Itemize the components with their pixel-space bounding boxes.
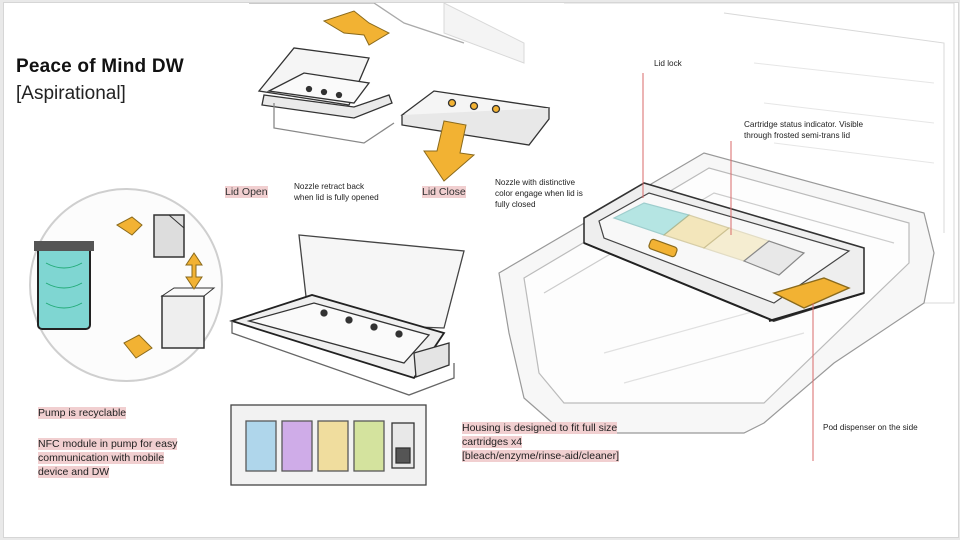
housing-note: Housing is designed to fit full size car… [462, 422, 619, 462]
lid-close-sketch [400, 90, 551, 146]
down-arrow [423, 120, 476, 182]
sketch-artwork [29, 3, 955, 486]
page-title: Peace of Mind DW [16, 56, 184, 77]
lid-lock-note: Lid lock [654, 59, 682, 68]
slide: Peace of Mind DW [Aspirational] Lid Open… [3, 2, 959, 538]
rotate-arrow-top [322, 10, 391, 46]
nozzle-engage-note: Nozzle with distinctive color engage whe… [495, 178, 583, 209]
lid-close-label: Lid Close [422, 186, 466, 198]
lid-open-label: Lid Open [225, 186, 268, 198]
page-subtitle: [Aspirational] [16, 83, 126, 104]
housing-open-sketch [229, 234, 465, 396]
pod-dispenser-note: Pod dispenser on the side [823, 423, 918, 432]
cartridge-status-note: Cartridge status indicator. Visible thro… [744, 120, 864, 140]
pump-cycle-circle [29, 188, 223, 382]
lid-open-sketch [249, 3, 465, 144]
nozzle-retract-note: Nozzle retract back when lid is fully op… [294, 182, 379, 202]
pump-recyclable-note: Pump is recyclable [38, 407, 127, 419]
nfc-module-note: NFC module in pump for easy communicatio… [38, 438, 178, 478]
cartridges-bottom-sketch [230, 404, 427, 486]
callout-lines [642, 73, 814, 461]
